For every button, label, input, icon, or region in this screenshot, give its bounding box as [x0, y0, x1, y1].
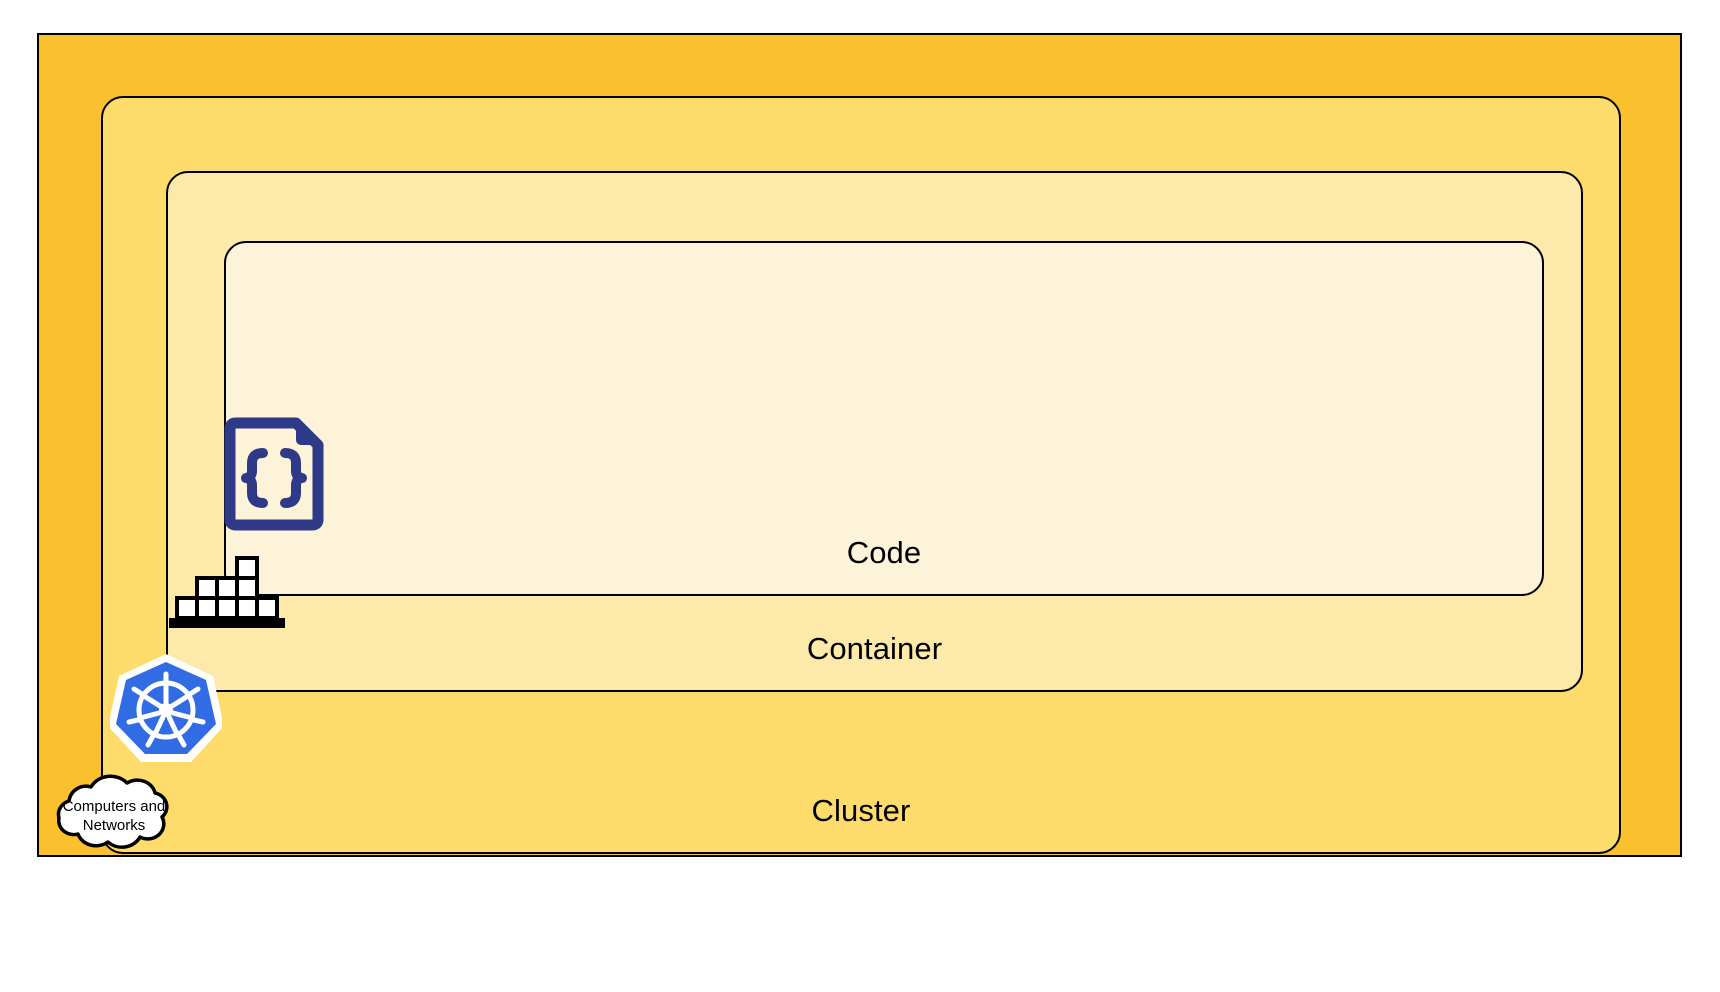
layer-code-label: Code [846, 535, 922, 571]
layer-container[interactable]: Container Code [166, 171, 1583, 692]
kubernetes-helm-icon [108, 652, 224, 764]
container-blocks-icon [165, 552, 293, 632]
json-file-icon [222, 415, 326, 533]
layer-datacenter[interactable]: Cloud/Co-Lo/Corporate Datacenter Cluster… [37, 33, 1682, 857]
layer-cluster-label: Cluster [811, 793, 911, 829]
layer-container-label: Container [806, 631, 943, 667]
computers-networks-callout[interactable]: Computers and Networks [31, 771, 197, 861]
layer-code[interactable]: Code [224, 241, 1544, 596]
cloud-shape-icon [56, 774, 169, 849]
layer-cluster[interactable]: Cluster Container Code [101, 96, 1621, 854]
